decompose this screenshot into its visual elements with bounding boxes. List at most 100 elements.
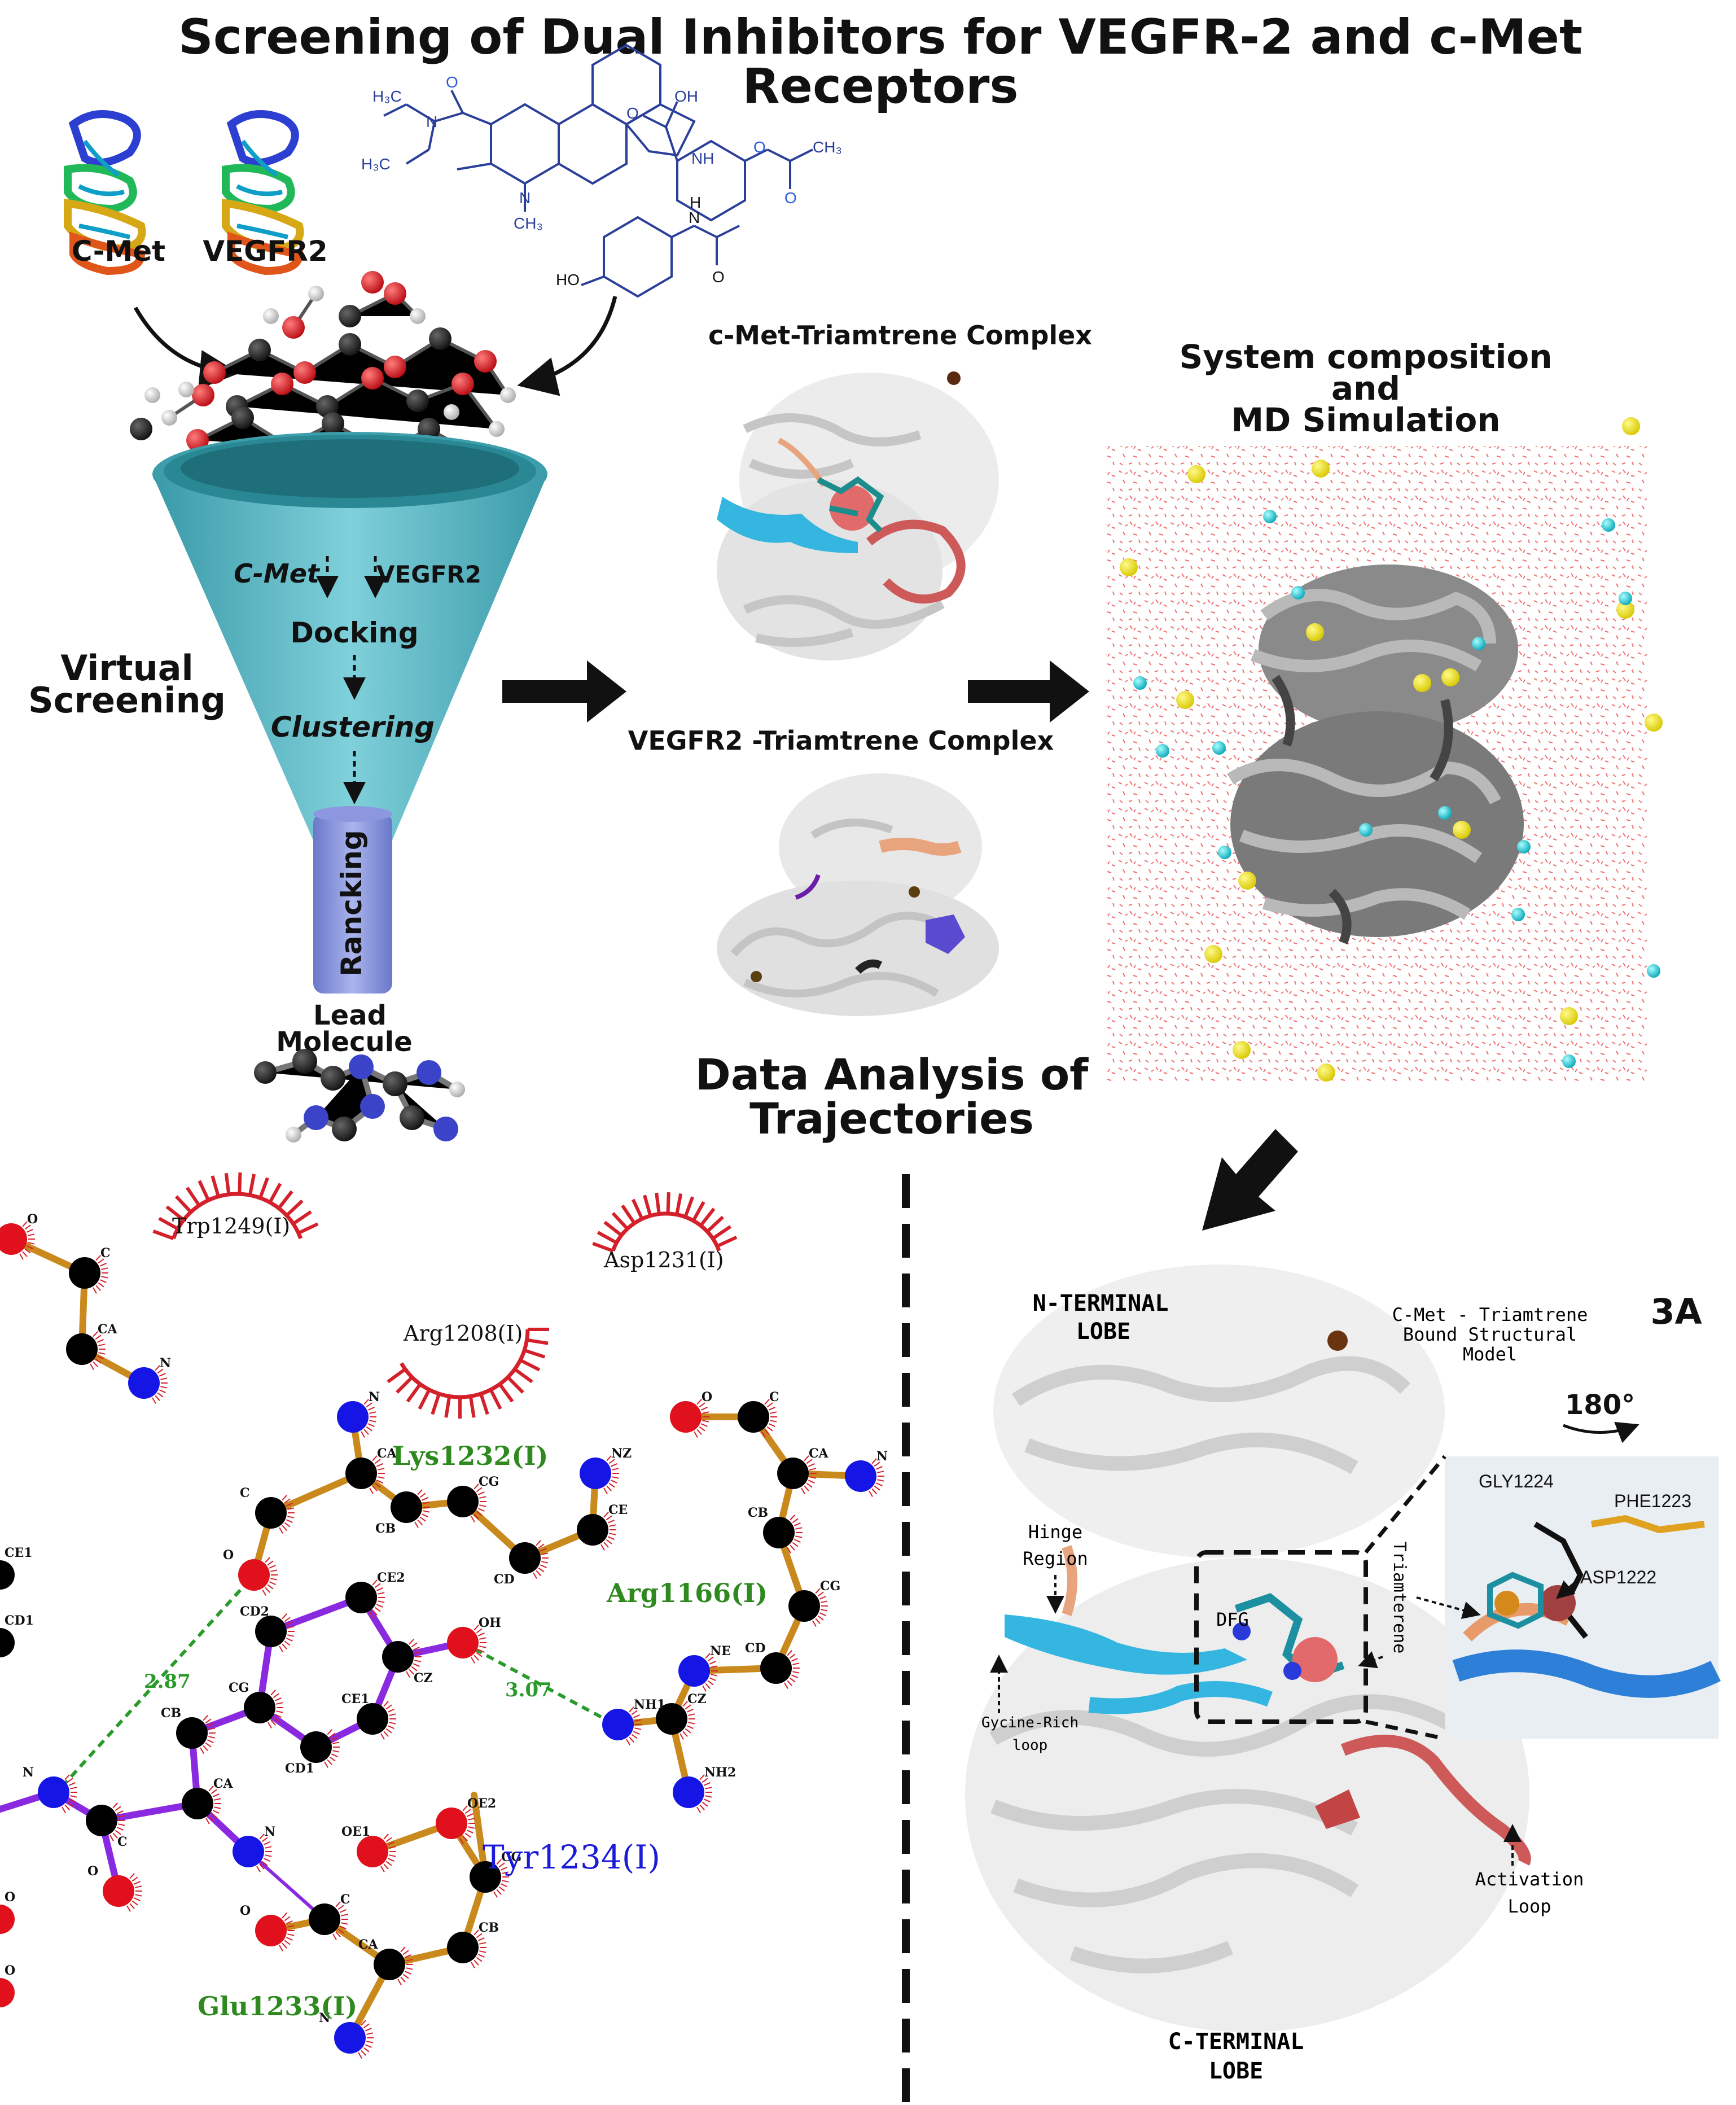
atom-contact-tick bbox=[367, 1423, 375, 1428]
atom-cd2 bbox=[255, 1616, 287, 1647]
atom-contact-tick bbox=[389, 1854, 396, 1857]
chloride-ion bbox=[1218, 846, 1231, 859]
md-title-line1: System composition bbox=[1180, 338, 1553, 376]
atom-contact-tick bbox=[376, 1604, 383, 1608]
cloud-atom bbox=[161, 410, 177, 426]
model-line2: Bound Structural bbox=[1403, 1324, 1577, 1345]
atom-contact-tick bbox=[115, 1806, 121, 1811]
atom-n-tl bbox=[128, 1367, 160, 1399]
atom-contact-tick bbox=[70, 1787, 77, 1789]
hydrophobic-spoke bbox=[175, 1195, 192, 1214]
atom-contact-tick bbox=[761, 1431, 766, 1438]
atom-label-c-tyr: C bbox=[117, 1835, 128, 1849]
atom-contact-tick bbox=[541, 1561, 549, 1564]
atom-contact-tick bbox=[770, 1420, 777, 1423]
atom-contact-tick bbox=[269, 1581, 276, 1586]
atom-contact-tick bbox=[819, 1595, 826, 1600]
atom-contact-tick bbox=[265, 1854, 272, 1857]
atom-contact-tick bbox=[133, 1880, 141, 1885]
atom-contact-tick bbox=[374, 1482, 381, 1488]
atom-contact-tick bbox=[365, 2027, 372, 2032]
atom-contact-tick bbox=[791, 1657, 798, 1662]
triamtrene-arrow-2 bbox=[1416, 1596, 1481, 1620]
atom-contact-tick bbox=[286, 1519, 293, 1524]
atom-contact-tick bbox=[609, 1533, 616, 1535]
atom-contact-tick bbox=[707, 1656, 714, 1662]
hydrophobic-spoke bbox=[691, 1201, 705, 1222]
atom-contact-tick bbox=[479, 1942, 486, 1945]
atom-contact-tick bbox=[682, 1731, 688, 1737]
hydrophobic-spoke bbox=[258, 1177, 269, 1199]
atom-contact-tick bbox=[369, 1420, 376, 1423]
atom-o-amide: O bbox=[446, 73, 458, 91]
vegfr2-protein-thumbnail bbox=[222, 110, 304, 275]
atom-contact-tick bbox=[327, 1759, 332, 1765]
atom-contact-tick bbox=[540, 1564, 547, 1569]
atom-h3c-1: H₃C bbox=[361, 155, 391, 173]
atom-nh-amide: N bbox=[689, 209, 700, 226]
atom-contact-tick bbox=[383, 1863, 389, 1870]
atom-contact-tick bbox=[207, 1739, 214, 1744]
atom-oh-acid: OH bbox=[674, 87, 698, 105]
atom-contact-tick bbox=[332, 1933, 337, 1940]
atom-label-ca-tl: CA bbox=[98, 1322, 118, 1337]
hydrophobic-spoke bbox=[514, 1368, 533, 1384]
atom-contact-tick bbox=[688, 1713, 695, 1716]
atom-label-oe1: OE1 bbox=[341, 1824, 370, 1839]
atom-label-n-left: N bbox=[23, 1765, 34, 1780]
atom-o-edge1 bbox=[0, 1905, 15, 1934]
inset-residue-gly1224: GLY1224 bbox=[1479, 1471, 1554, 1491]
atom-contact-tick bbox=[95, 1358, 102, 1364]
atom-label-cz-arg: CZ bbox=[687, 1692, 707, 1706]
binding-site-box bbox=[1194, 1550, 1368, 1724]
atom-contact-tick bbox=[809, 1468, 817, 1471]
atom-contact-tick bbox=[378, 1468, 385, 1471]
inset-residue-phe1223: PHE1223 bbox=[1614, 1491, 1691, 1511]
atom-contact-tick bbox=[766, 1402, 773, 1408]
hbond-1 bbox=[60, 1573, 256, 1788]
atom-contact-tick bbox=[265, 1557, 270, 1563]
chloride-ion bbox=[1511, 908, 1525, 921]
atom-contact-tick bbox=[479, 1637, 486, 1640]
chloride-ion bbox=[1472, 637, 1485, 650]
atom-contact-tick bbox=[464, 1809, 471, 1814]
atom-contact-tick bbox=[471, 1516, 475, 1522]
atom-contact-tick bbox=[787, 1547, 791, 1553]
atom-contact-tick bbox=[200, 1747, 204, 1754]
atom-contact-tick bbox=[372, 1455, 378, 1461]
residue-arg1166: Arg1166(I) bbox=[606, 1578, 768, 1608]
curved-arrow-right bbox=[517, 296, 617, 396]
atom-label-n-arg: N bbox=[876, 1449, 888, 1464]
triamtrene-label: Triamterene bbox=[1389, 1542, 1409, 1654]
cloud-atom bbox=[500, 387, 516, 403]
atom-contact-tick bbox=[385, 1728, 392, 1734]
atom-n-tyr bbox=[233, 1836, 264, 1867]
virtual-label-line1: Virtual bbox=[60, 647, 194, 689]
hydrophobic-spoke bbox=[699, 1207, 716, 1227]
atom-contact-tick bbox=[705, 1653, 711, 1659]
hydrophobic-spoke bbox=[268, 1183, 282, 1204]
atom-contact-tick bbox=[476, 1933, 483, 1938]
chloride-ion bbox=[1647, 964, 1660, 978]
atom-contact-tick bbox=[787, 1650, 792, 1656]
atom-ne-arg bbox=[678, 1655, 710, 1687]
atom-contact-tick bbox=[98, 1352, 106, 1355]
atom-contact-tick bbox=[474, 1513, 479, 1520]
atom-contact-tick bbox=[273, 1717, 279, 1722]
cmet-complex-structure bbox=[717, 371, 999, 660]
atom-o-ester: O bbox=[753, 138, 766, 156]
atom-contact-tick bbox=[339, 1925, 347, 1930]
atom-label-cb-arg: CB bbox=[748, 1506, 768, 1520]
atom-label-c-glu: C bbox=[340, 1892, 350, 1907]
atom-contact-tick bbox=[205, 1818, 210, 1824]
atom-label-o-glu: O bbox=[240, 1903, 251, 1918]
chloride-ion bbox=[1156, 744, 1169, 758]
atom-label-cg-tyr: CG bbox=[229, 1681, 249, 1695]
hydrophobic-spoke bbox=[285, 1200, 304, 1217]
atom-contact-tick bbox=[764, 1429, 770, 1435]
atom-contact-tick bbox=[808, 1480, 815, 1484]
atom-contact-tick bbox=[157, 1368, 164, 1374]
atom-contact-tick bbox=[95, 1334, 102, 1340]
